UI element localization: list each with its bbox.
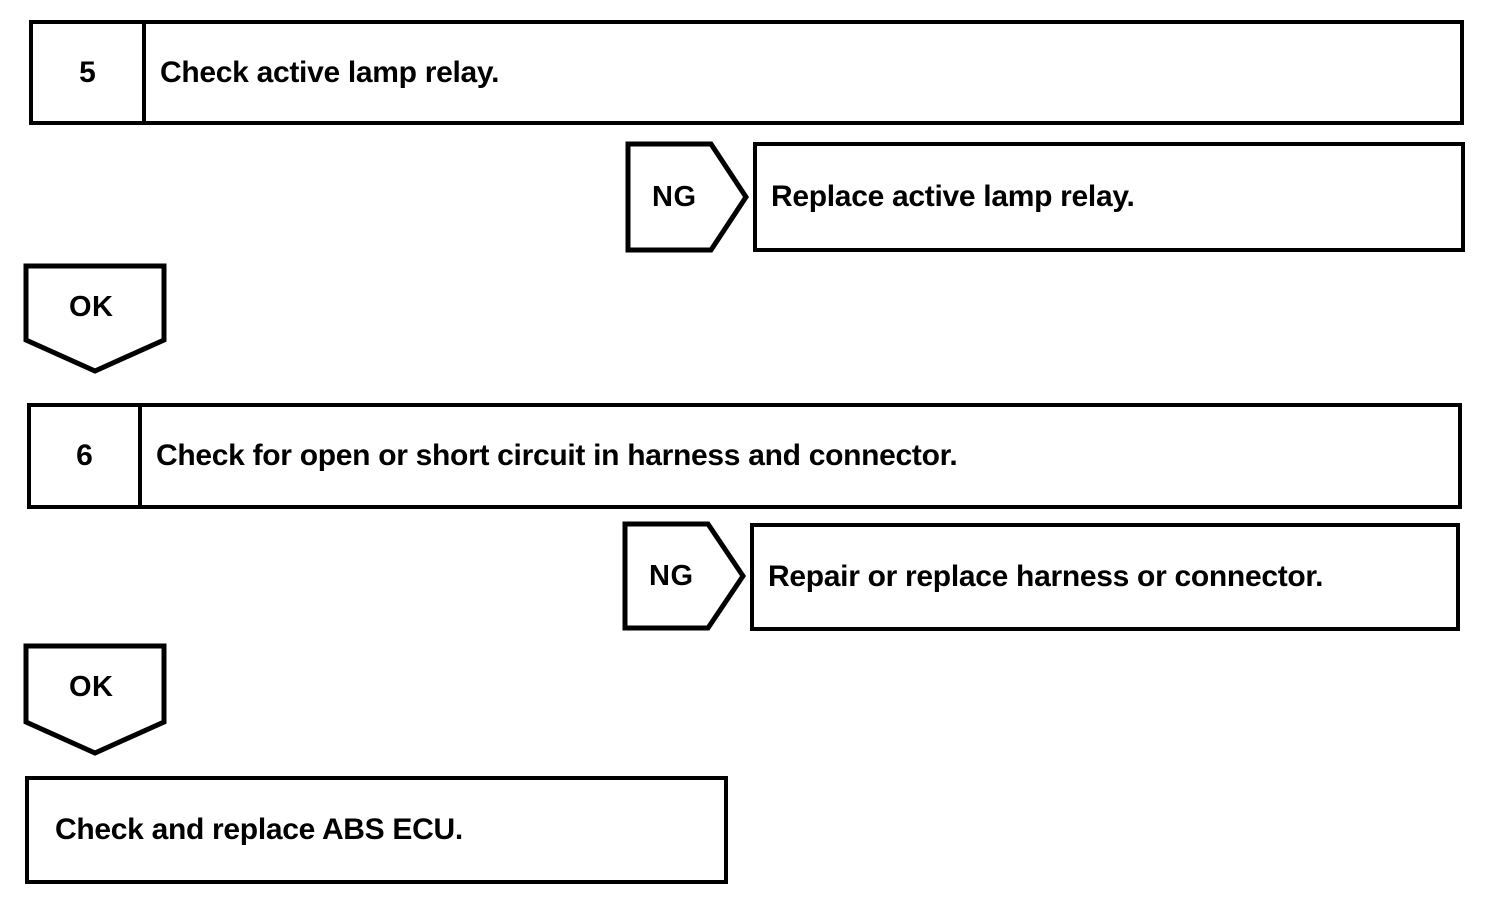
step-number-6: 6 (31, 407, 142, 505)
ng-arrow-5: NG (625, 141, 749, 253)
step-box-6: 6 Check for open or short circuit in har… (27, 403, 1462, 509)
ng-action-box-5: Replace active lamp relay. (753, 142, 1465, 252)
final-action-box: Check and replace ABS ECU. (25, 776, 728, 884)
ng-arrow-6: NG (622, 521, 747, 631)
step-number-5: 5 (33, 24, 146, 121)
ok-arrow-5: OK (23, 263, 169, 375)
step-box-5: 5 Check active lamp relay. (29, 20, 1464, 125)
ng-action-box-6: Repair or replace harness or connector. (750, 523, 1460, 631)
step-text-5: Check active lamp relay. (160, 55, 500, 89)
step-text-6: Check for open or short circuit in harne… (156, 439, 958, 472)
ok-arrow-6: OK (23, 643, 169, 757)
